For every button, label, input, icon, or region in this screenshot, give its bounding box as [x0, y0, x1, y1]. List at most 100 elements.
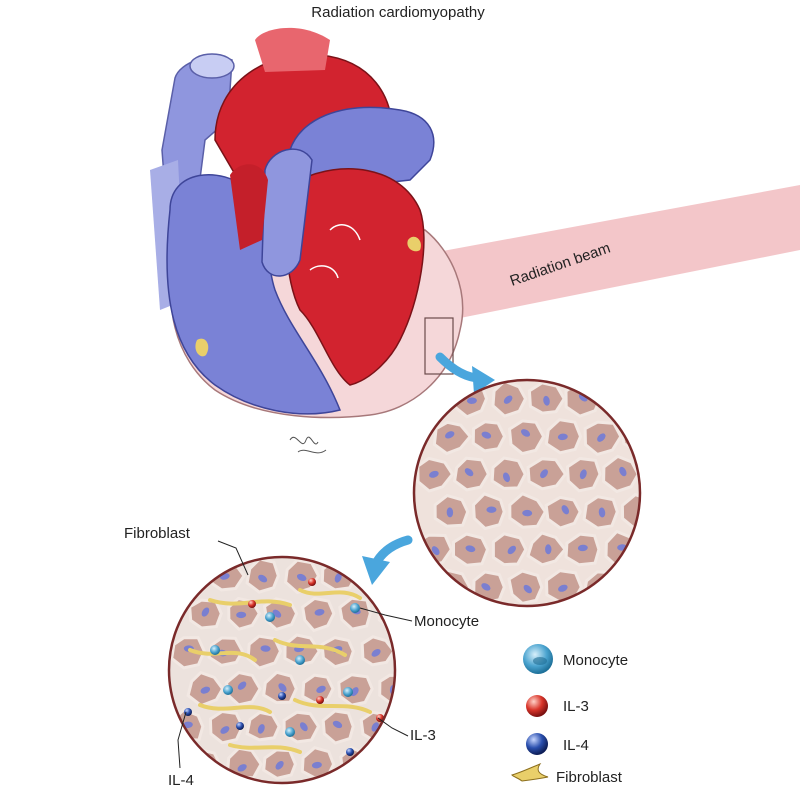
cell-nucleus: [486, 506, 497, 513]
callout-il4-label: IL-4: [168, 772, 194, 789]
callout-monocyte: Monocyte: [359, 607, 479, 630]
cell-nucleus: [521, 429, 531, 437]
legend-label-il3: IL-3: [563, 698, 589, 715]
legend-item-fibroblast: Fibroblast: [511, 762, 623, 786]
il3-molecule: [308, 578, 316, 586]
cell-nucleus: [557, 433, 568, 441]
cell-nucleus: [278, 683, 287, 692]
cell-nucleus: [347, 762, 358, 770]
cell-nucleus: [430, 395, 438, 405]
monocyte: [210, 645, 220, 655]
cell-nucleus: [598, 507, 606, 518]
cell-nucleus: [334, 573, 342, 583]
legend-item-il4: IL-4: [526, 733, 589, 755]
cardiomyocyte: [621, 570, 640, 605]
cell-nucleus: [236, 611, 247, 619]
cell-nucleus: [429, 470, 439, 478]
legend-label-monocyte: Monocyte: [563, 652, 628, 669]
cell-nucleus: [237, 681, 247, 690]
healthy-tissue-magnified: [412, 378, 642, 608]
cardiomyocyte: [376, 747, 395, 782]
cell-nucleus: [540, 469, 548, 479]
cell-nucleus: [466, 397, 477, 404]
il3-molecule: [248, 600, 256, 608]
fibroblast: [273, 638, 347, 657]
il3-molecule: [316, 696, 324, 704]
cell-nucleus: [332, 720, 343, 729]
cell-nucleus: [481, 583, 491, 591]
cell-nucleus: [445, 431, 455, 439]
diagram-title: Radiation cardiomyopathy: [311, 4, 485, 21]
cell-nucleus: [185, 569, 195, 579]
cell-nucleus: [200, 686, 211, 694]
zoom-region-box: [424, 317, 454, 375]
cardiomyocyte: [170, 560, 205, 593]
monocyte: [265, 612, 275, 622]
cell-nucleus: [503, 395, 513, 404]
cell-nucleus: [296, 573, 307, 582]
cell-nucleus: [634, 432, 640, 439]
cell-nucleus: [507, 545, 516, 555]
fibroblast: [228, 743, 302, 754]
callout-il4: IL-4: [168, 711, 194, 789]
legend: Monocyte IL-3 IL-4 Fibroblast: [511, 644, 628, 786]
cell-nucleus: [371, 649, 381, 657]
callout-fibroblast-label: Fibroblast: [124, 525, 191, 542]
monocyte: [223, 685, 233, 695]
cell-nucleus: [597, 433, 606, 442]
cell-nucleus: [577, 544, 588, 552]
zoom-arrow-1: [435, 352, 495, 394]
il4-molecule: [278, 692, 286, 700]
il3-icon: [526, 695, 548, 717]
cell-nucleus: [311, 761, 322, 769]
cardiomyocyte: [620, 492, 640, 531]
cell-nucleus: [314, 609, 325, 616]
cardiomyocyte: [604, 381, 640, 415]
cell-nucleus: [545, 544, 552, 555]
cell-nucleus: [260, 645, 271, 652]
radiation-beam: Radiation beam: [405, 185, 800, 322]
fibroblast: [293, 698, 372, 714]
cardiomyocyte: [490, 456, 527, 490]
cell-nucleus: [237, 764, 247, 772]
cell-nucleus: [561, 505, 570, 515]
monocyte: [350, 603, 360, 613]
il4-molecule: [346, 748, 354, 756]
cell-nucleus: [299, 722, 308, 732]
cell-nucleus: [201, 761, 212, 769]
cell-nucleus: [618, 396, 628, 405]
fibroblast: [198, 703, 272, 714]
il4-icon: [526, 733, 548, 755]
legend-label-fibroblast: Fibroblast: [556, 769, 623, 786]
zoom-arrow-2: [362, 535, 413, 585]
cell-nucleus: [503, 472, 510, 483]
cardiomyocyte: [432, 420, 473, 456]
heart-illustration: [150, 27, 464, 454]
cell-nucleus: [465, 545, 476, 553]
legend-item-il3: IL-3: [526, 695, 589, 717]
cell-nucleus: [558, 584, 568, 592]
fibroblast: [298, 588, 362, 600]
damaged-tissue-magnified: [167, 555, 397, 785]
cell-nucleus: [481, 431, 492, 439]
callout-il3-label: IL-3: [410, 727, 436, 744]
cell-nucleus: [431, 546, 440, 556]
legend-item-monocyte: Monocyte: [523, 644, 628, 674]
cardiomyocyte: [507, 419, 546, 456]
cell-nucleus: [220, 726, 230, 734]
monocyte: [343, 687, 353, 697]
legend-label-il4: IL-4: [563, 737, 589, 754]
cell-nucleus: [579, 469, 587, 480]
cell-nucleus: [600, 583, 609, 592]
cell-nucleus: [619, 466, 627, 477]
il4-molecule: [184, 708, 192, 716]
fibroblast: [188, 648, 257, 662]
cell-nucleus: [316, 685, 326, 693]
cardiomyocyte: [170, 636, 206, 670]
monocyte: [285, 727, 295, 737]
cell-nucleus: [522, 509, 533, 517]
cardiomyocyte: [619, 417, 640, 453]
cell-nucleus: [258, 574, 268, 583]
cell-nucleus: [390, 761, 395, 769]
cell-nucleus: [638, 580, 640, 590]
